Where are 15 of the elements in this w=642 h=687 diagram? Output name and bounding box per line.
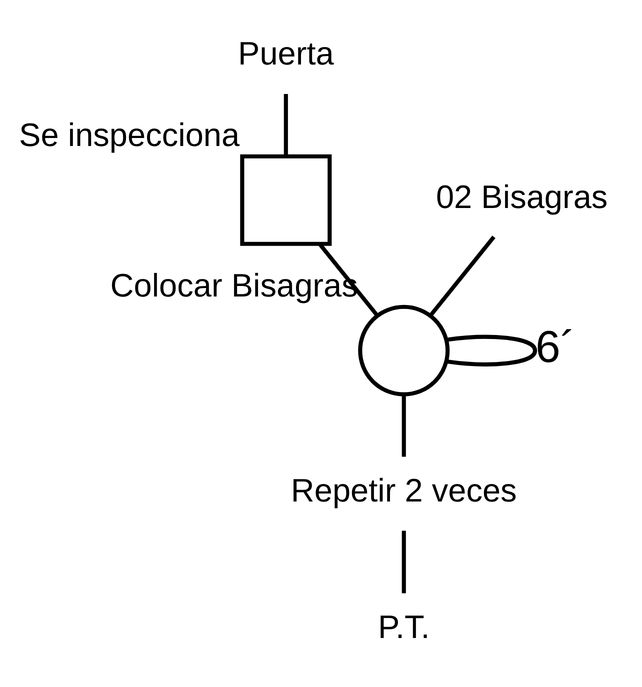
edge-label: 6´ <box>536 322 576 372</box>
node-label: Colocar Bisagras <box>110 267 358 304</box>
node-text: P.T. <box>378 608 430 645</box>
connector <box>284 94 288 156</box>
connector <box>402 394 406 457</box>
node-text: 02 Bisagras <box>436 178 608 215</box>
connector <box>429 236 496 316</box>
node-text: Puerta <box>238 35 334 72</box>
node-box <box>240 154 332 246</box>
connector <box>446 334 538 366</box>
node-label: Se inspecciona <box>19 116 240 153</box>
node-circle <box>358 304 450 396</box>
node-text: Repetir 2 veces <box>290 472 517 509</box>
connector <box>402 530 406 594</box>
connector <box>318 243 379 317</box>
